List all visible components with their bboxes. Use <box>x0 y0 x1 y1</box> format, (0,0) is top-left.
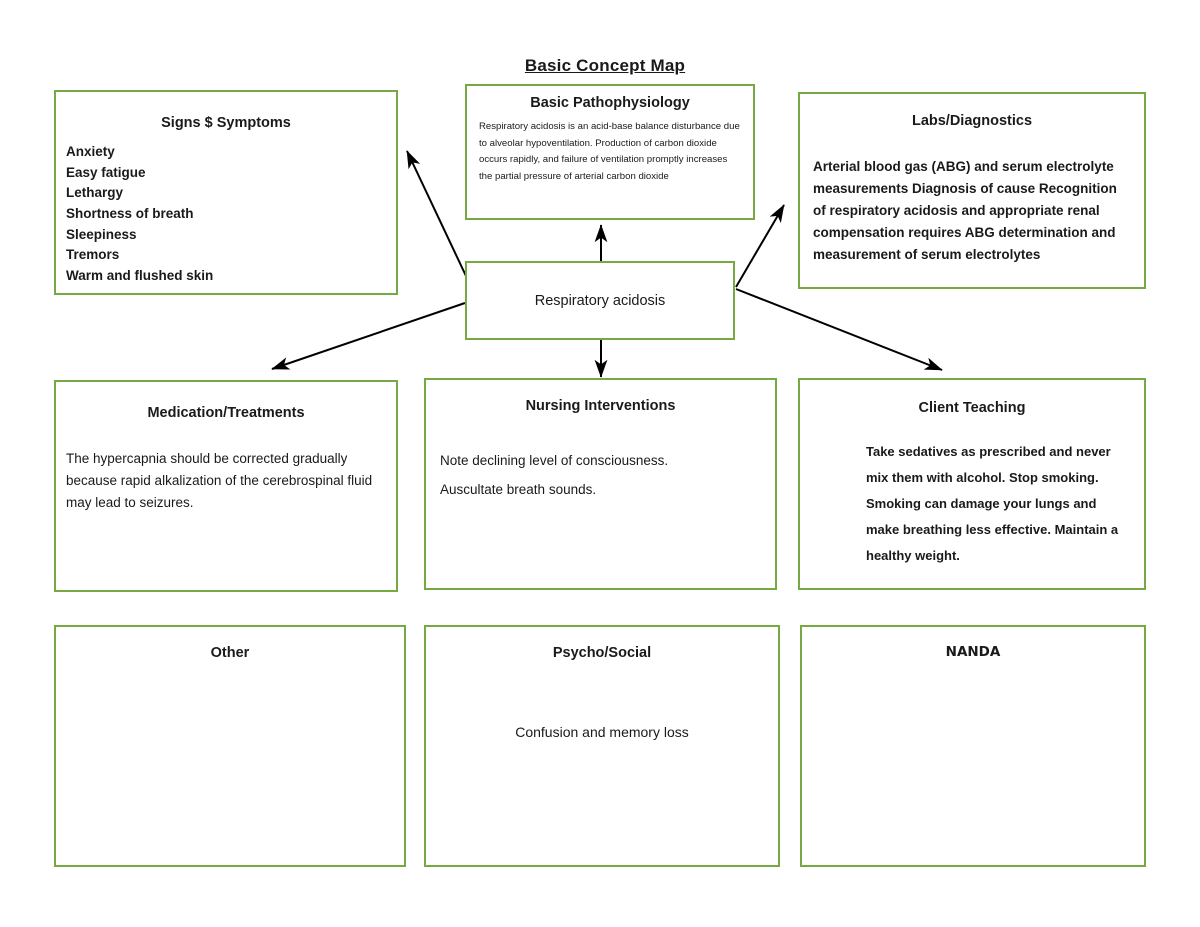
node-body-teaching: Take sedatives as prescribed and never m… <box>866 444 1119 564</box>
central-diagnosis-label: Respiratory acidosis <box>534 292 666 309</box>
node-medication-treatments[interactable]: Medication/Treatments The hypercapnia sh… <box>54 380 398 592</box>
node-heading-nursing: Nursing Interventions <box>525 398 676 414</box>
page-title: Basic Concept Map <box>524 56 686 75</box>
list-item: Sleepiness <box>66 226 137 242</box>
node-heading-signs: Signs $ Symptoms <box>161 115 291 131</box>
list-item: Shortness of breath <box>66 206 194 222</box>
node-basic-pathophysiology[interactable]: Basic Pathophysiology Respiratory acidos… <box>465 84 755 220</box>
node-heading-nanda: NANDA <box>945 644 1001 660</box>
list-item: Anxiety <box>66 144 115 160</box>
signs-symptom-list: Anxiety Easy fatigue Lethargy Shortness … <box>66 142 396 286</box>
node-heading-psycho: Psycho/Social <box>552 645 652 661</box>
list-item: Tremors <box>66 247 120 263</box>
node-central-diagnosis[interactable]: Respiratory acidosis <box>465 261 735 340</box>
node-body-medication: The hypercapnia should be corrected grad… <box>66 451 373 510</box>
list-item: Easy fatigue <box>66 164 146 180</box>
connector-center-to-teaching <box>735 288 943 371</box>
list-item: Warm and flushed skin <box>66 267 214 283</box>
node-labs-diagnostics[interactable]: Labs/Diagnostics Arterial blood gas (ABG… <box>798 92 1146 289</box>
node-client-teaching[interactable]: Client Teaching Take sedatives as prescr… <box>798 378 1146 590</box>
node-signs-and-symptoms[interactable]: Signs $ Symptoms Anxiety Easy fatigue Le… <box>54 90 398 295</box>
list-item: Auscultate breath sounds. <box>440 482 597 498</box>
node-other[interactable]: Other <box>54 625 406 867</box>
node-body-pathophysiology: Respiratory acidosis is an acid-base bal… <box>479 121 740 182</box>
connector-center-to-signs <box>406 150 467 277</box>
node-nanda[interactable]: NANDA <box>800 625 1146 867</box>
node-body-psycho: Confusion and memory loss <box>515 724 689 741</box>
list-item: Note declining level of consciousness. <box>440 453 669 469</box>
node-nursing-interventions[interactable]: Nursing Interventions Note declining lev… <box>424 378 777 590</box>
list-item: Lethargy <box>66 185 124 201</box>
node-heading-teaching: Client Teaching <box>918 400 1026 416</box>
nursing-intervention-list: Note declining level of consciousness. A… <box>440 453 775 497</box>
node-body-labs: Arterial blood gas (ABG) and serum elect… <box>813 159 1117 263</box>
node-heading-pathophysiology: Basic Pathophysiology <box>530 95 690 111</box>
node-heading-labs: Labs/Diagnostics <box>911 113 1033 129</box>
connector-center-to-medication <box>271 302 466 370</box>
node-heading-medication: Medication/Treatments <box>147 405 305 421</box>
node-heading-other: Other <box>210 645 250 661</box>
node-psycho-social[interactable]: Psycho/Social Confusion and memory loss <box>424 625 780 867</box>
